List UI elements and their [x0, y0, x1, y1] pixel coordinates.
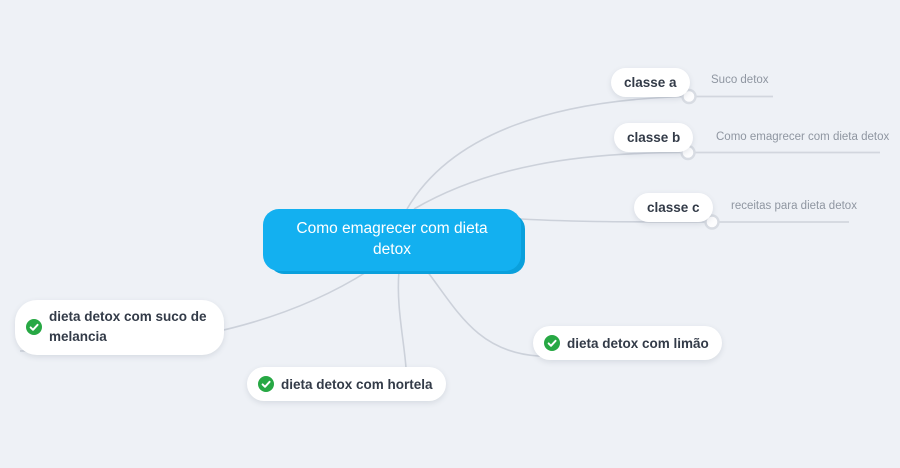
- branch-node-classe-a[interactable]: classe a: [611, 68, 690, 97]
- branch-joint-classe-a[interactable]: [681, 88, 697, 105]
- check-circle-icon: [258, 376, 274, 392]
- central-node-label: Como emagrecer com dieta detox: [296, 220, 488, 258]
- branch-joint-classe-c[interactable]: [704, 214, 720, 230]
- connector-leaf-hortela: [397, 270, 407, 369]
- branch-sublabel-como-emagrecer[interactable]: Como emagrecer com dieta detox: [716, 131, 890, 143]
- branch-label: classe a: [624, 75, 677, 90]
- branch-label: classe c: [647, 200, 700, 215]
- branch-label: classe b: [627, 130, 681, 145]
- leaf-label: dieta detox com limão: [567, 335, 709, 351]
- leaf-node-limao[interactable]: dieta detox com limão: [533, 326, 722, 360]
- check-circle-icon: [544, 335, 560, 351]
- branch-sublabel-receitas[interactable]: receitas para dieta detox: [731, 200, 857, 212]
- branch-sublabel-suco-detox[interactable]: Suco detox: [711, 74, 769, 86]
- leaf-label: dieta detox com hortela: [281, 376, 433, 392]
- leaf-node-melancia[interactable]: dieta detox com suco de melancia: [15, 300, 224, 355]
- connector-classe-b: [413, 151, 687, 210]
- branch-node-classe-c[interactable]: classe c: [634, 193, 713, 222]
- central-node[interactable]: Como emagrecer com dieta detox: [263, 209, 521, 271]
- connector-classe-a: [406, 95, 687, 210]
- branch-node-classe-b[interactable]: classe b: [614, 123, 694, 152]
- leaf-label: dieta detox com suco de melancia: [49, 309, 207, 345]
- leaf-node-hortela[interactable]: dieta detox com hortela: [247, 367, 446, 401]
- check-circle-icon: [26, 319, 42, 336]
